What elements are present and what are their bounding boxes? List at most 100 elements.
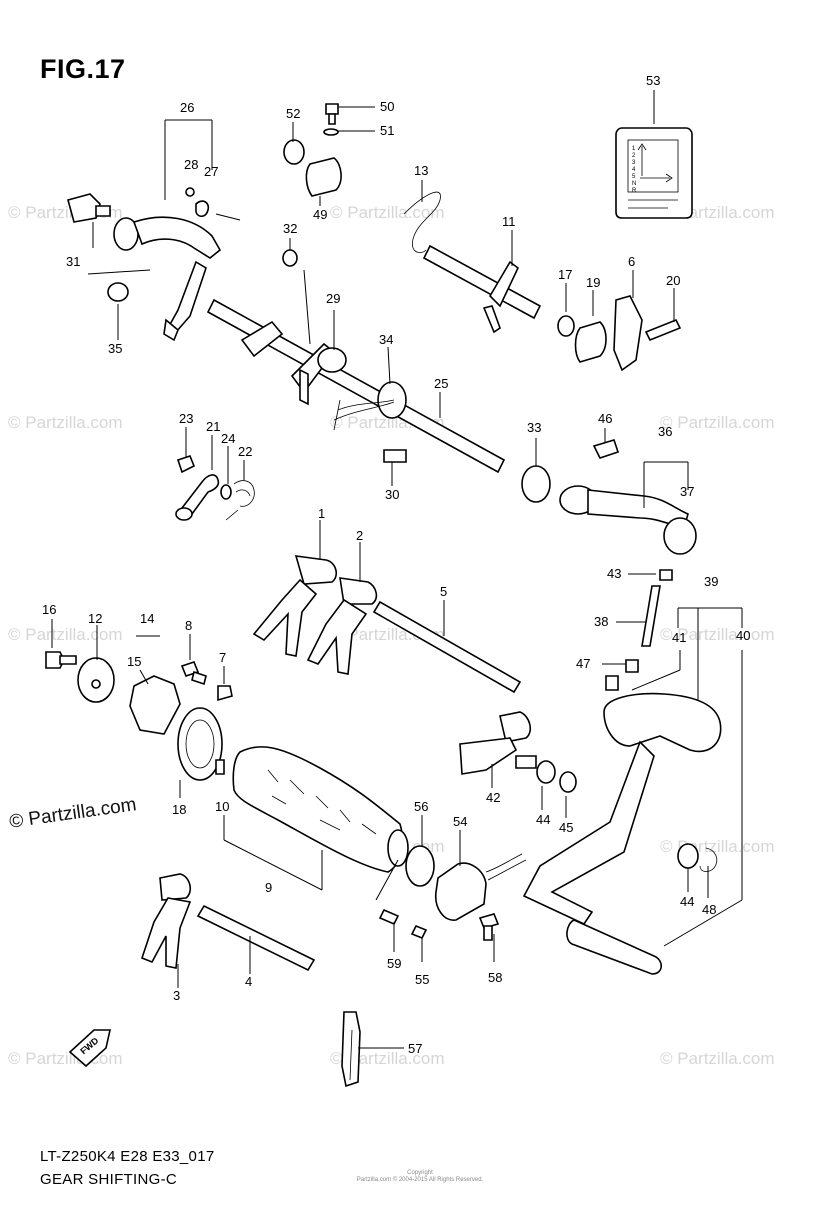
gear-shift-pedal (522, 675, 722, 975)
watermark-text: © Partzilla.com (8, 1049, 123, 1068)
plate-line: 5 (632, 174, 636, 180)
callout-39: 39 (704, 574, 718, 589)
callout-32: 32 (283, 221, 297, 236)
plate-line: 3 (632, 160, 636, 166)
callout-23: 23 (179, 411, 193, 426)
forward-arrow-icon: FWD (68, 1029, 111, 1068)
callout-14: 14 (140, 611, 154, 626)
copyright-credit: Copyright Partzilla.com © 2004-2015 All … (355, 1170, 485, 1184)
callout-57: 57 (408, 1041, 422, 1056)
callout-5: 5 (440, 584, 447, 599)
callout-8: 8 (185, 618, 192, 633)
plate-line: 1 (632, 146, 636, 152)
callout-11: 11 (502, 214, 516, 229)
callout-42: 42 (486, 790, 500, 805)
callout-6: 6 (628, 254, 635, 269)
credit-line-1: Copyright (407, 1170, 433, 1176)
gearshift-link-arm (559, 439, 697, 673)
shift-arm-assembly (67, 187, 222, 342)
plate-line: R (632, 188, 637, 194)
watermark-text: © Partzilla.com (660, 413, 775, 432)
callout-3: 3 (173, 988, 180, 1003)
callout-9: 9 (265, 880, 272, 895)
callout-1: 1 (318, 506, 325, 521)
shift-fork-3-group (141, 873, 316, 972)
callout-56: 56 (414, 799, 428, 814)
callout-16: 16 (42, 602, 56, 617)
callout-24: 24 (221, 431, 235, 446)
callout-10: 10 (215, 799, 229, 814)
callout-40: 40 (736, 628, 750, 643)
callout-55: 55 (415, 972, 429, 987)
callout-21: 21 (206, 419, 220, 434)
callout-12: 12 (88, 611, 102, 626)
callout-26: 26 (180, 100, 194, 115)
callout-2: 2 (356, 528, 363, 543)
callout-22: 22 (238, 444, 252, 459)
callout-25: 25 (434, 376, 448, 391)
callout-38: 38 (594, 614, 608, 629)
callout-31: 31 (66, 254, 80, 269)
callout-34: 34 (379, 332, 393, 347)
callout-numbers: 1 2 3 4 5 6 7 8 9 10 11 12 13 14 15 16 1… (42, 73, 750, 1056)
callout-28: 28 (184, 157, 198, 172)
plate-line: 4 (632, 167, 636, 173)
callout-43: 43 (607, 566, 621, 581)
callout-59: 59 (387, 956, 401, 971)
credit-line-2: Partzilla.com © 2004-2015 All Rights Res… (356, 1177, 484, 1183)
gear-shift-shaft (206, 298, 551, 503)
plate-line: 2 (632, 153, 636, 159)
callout-49: 49 (313, 207, 327, 222)
callout-37: 37 (680, 484, 694, 499)
shift-cam-driver-group (403, 191, 682, 372)
callout-29: 29 (326, 291, 340, 306)
callout-27: 27 (204, 164, 218, 179)
callout-58: 58 (488, 970, 502, 985)
gear-shift-cam (215, 746, 409, 873)
callout-17: 17 (558, 267, 572, 282)
callout-46: 46 (598, 411, 612, 426)
figure-name: GEAR SHIFTING-C (40, 1171, 178, 1188)
callout-30: 30 (385, 487, 399, 502)
watermark-text: © Partzilla.com (660, 625, 775, 644)
callout-41: 41 (672, 630, 686, 645)
watermark-text: © Partzilla.com (8, 625, 123, 644)
watermark-text: © Partzilla.com (660, 1049, 775, 1068)
watermark-text: © Partzilla.com (660, 837, 775, 856)
callout-51: 51 (380, 123, 394, 138)
callout-50: 50 (380, 99, 394, 114)
callout-15: 15 (127, 654, 141, 669)
callout-33: 33 (527, 420, 541, 435)
callout-35: 35 (108, 341, 122, 356)
figure-code: LT-Z250K4 E28 E33_017 (40, 1148, 215, 1165)
gear-position-switch-group (378, 845, 527, 941)
callout-7: 7 (219, 650, 226, 665)
stopper-bolt-group (282, 103, 342, 267)
watermark-text: © Partzilla.com (8, 413, 123, 432)
callout-52: 52 (286, 106, 300, 121)
callout-19: 19 (586, 275, 600, 290)
callout-18: 18 (172, 802, 186, 817)
shift-cam-stopper-plate-group (45, 651, 233, 781)
callout-47: 47 (576, 656, 590, 671)
watermark-text: © Partzilla.com (330, 203, 445, 222)
callout-44: 44 (536, 812, 550, 827)
callout-44b: 44 (680, 894, 694, 909)
callout-20: 20 (666, 273, 680, 288)
gear-shift-lever-group (459, 711, 577, 793)
plate-line: N (632, 181, 636, 187)
callout-54: 54 (453, 814, 467, 829)
shift-fork-group (252, 555, 522, 694)
callout-45: 45 (559, 820, 573, 835)
callout-53: 53 (646, 73, 660, 88)
callout-36: 36 (658, 424, 672, 439)
callout-4: 4 (245, 974, 252, 989)
figure-title: FIG.17 (40, 54, 126, 84)
wiring-clamp (341, 1011, 361, 1088)
cam-stopper-group (175, 455, 255, 521)
shift-pattern-label-plate: 1 2 3 4 5 N R (615, 127, 693, 219)
callout-13: 13 (414, 163, 428, 178)
callout-48: 48 (702, 902, 716, 917)
